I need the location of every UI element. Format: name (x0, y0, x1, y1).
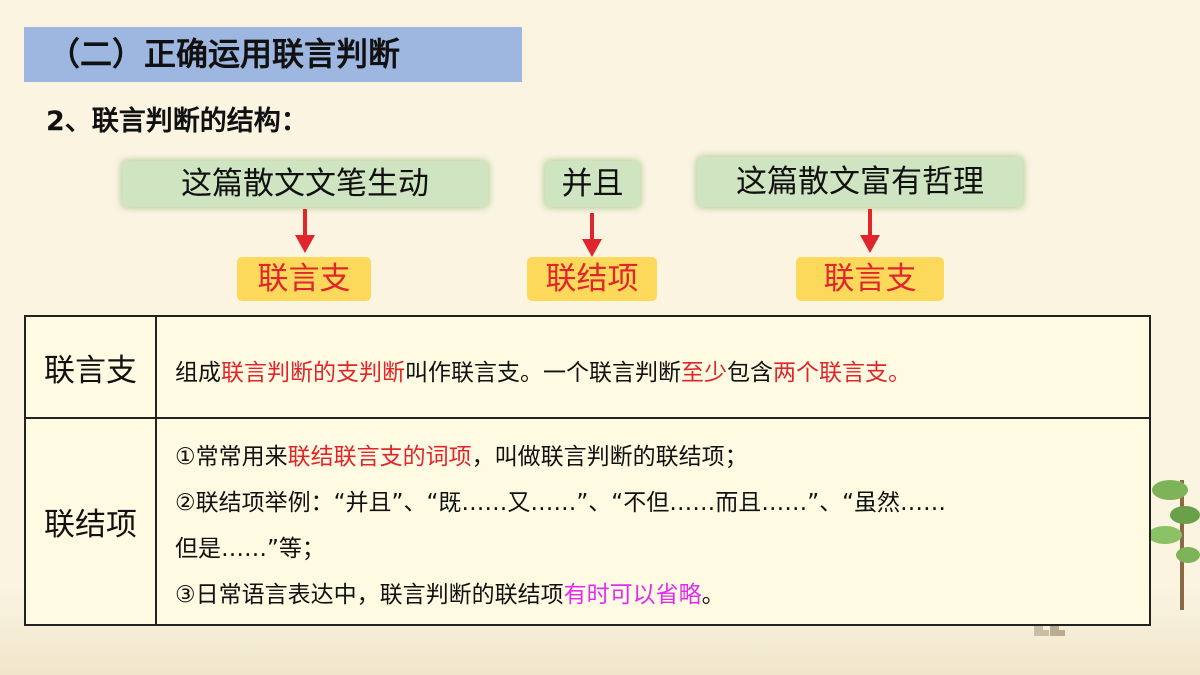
text-segment: 叫作联言支。一个联言判断 (405, 360, 681, 386)
plant-decoration (1148, 480, 1200, 610)
row-content: 组成联言判断的支判断叫作联言支。一个联言判断至少包含两个联言支。 (157, 317, 1149, 417)
connective-label: 联结项 (527, 257, 657, 301)
conjunct-box-2: 这篇散文富有哲理 (697, 157, 1023, 207)
conjunct-label-2: 联言支 (796, 257, 944, 301)
text-segment: 。 (701, 582, 725, 608)
text-segment: ，叫做联言判断的联结项； (471, 444, 748, 470)
section-title: （二）正确运用联言判断 (24, 27, 522, 82)
conjunct-box-1: 这篇散文文笔生动 (122, 161, 488, 207)
text-segment: 组成 (175, 360, 221, 386)
conjunct-label-1: 联言支 (237, 257, 371, 301)
row-heading: 联言支 (26, 317, 157, 417)
down-arrow-icon (860, 209, 880, 253)
text-segment: 但是……”等； (175, 536, 325, 562)
row-content: ①常常用来联结联言支的词项，叫做联言判断的联结项； ②联结项举例：“并且”、“既… (157, 419, 1149, 624)
text-segment: ①常常用来 (175, 444, 288, 470)
table-row: 联言支 组成联言判断的支判断叫作联言支。一个联言判断至少包含两个联言支。 (26, 317, 1149, 419)
definition-line: ①常常用来联结联言支的词项，叫做联言判断的联结项； (175, 437, 748, 471)
subtitle: 2、联言判断的结构： (46, 106, 308, 137)
definition-table: 联言支 组成联言判断的支判断叫作联言支。一个联言判断至少包含两个联言支。 联结项… (24, 315, 1151, 626)
highlight-text: 有时可以省略 (563, 582, 702, 608)
text-segment: ②联结项举例：“并且”、“既……又……”、“不但……而且……”、“虽然…… (175, 490, 947, 516)
highlight-text: 联结联言支的词项 (287, 444, 472, 470)
text-segment: ③日常语言表达中，联言判断的联结项 (175, 582, 564, 608)
connective-box: 并且 (545, 161, 640, 207)
down-arrow-icon (295, 209, 315, 253)
down-arrow-icon (582, 213, 602, 257)
row-heading: 联结项 (26, 419, 157, 624)
definition-line: 组成联言判断的支判断叫作联言支。一个联言判断至少包含两个联言支。 (175, 353, 911, 387)
text-segment: 包含 (727, 360, 773, 386)
table-row: 联结项 ①常常用来联结联言支的词项，叫做联言判断的联结项； ②联结项举例：“并且… (26, 419, 1149, 624)
definition-line: 但是……”等； (175, 529, 325, 563)
definition-line: ②联结项举例：“并且”、“既……又……”、“不但……而且……”、“虽然…… (175, 483, 946, 517)
highlight-text: 联言判断的支判断 (221, 360, 405, 386)
highlight-text: 至少 (681, 360, 727, 386)
highlight-text: 两个联言支。 (773, 360, 911, 386)
definition-line: ③日常语言表达中，联言判断的联结项有时可以省略。 (175, 575, 725, 609)
